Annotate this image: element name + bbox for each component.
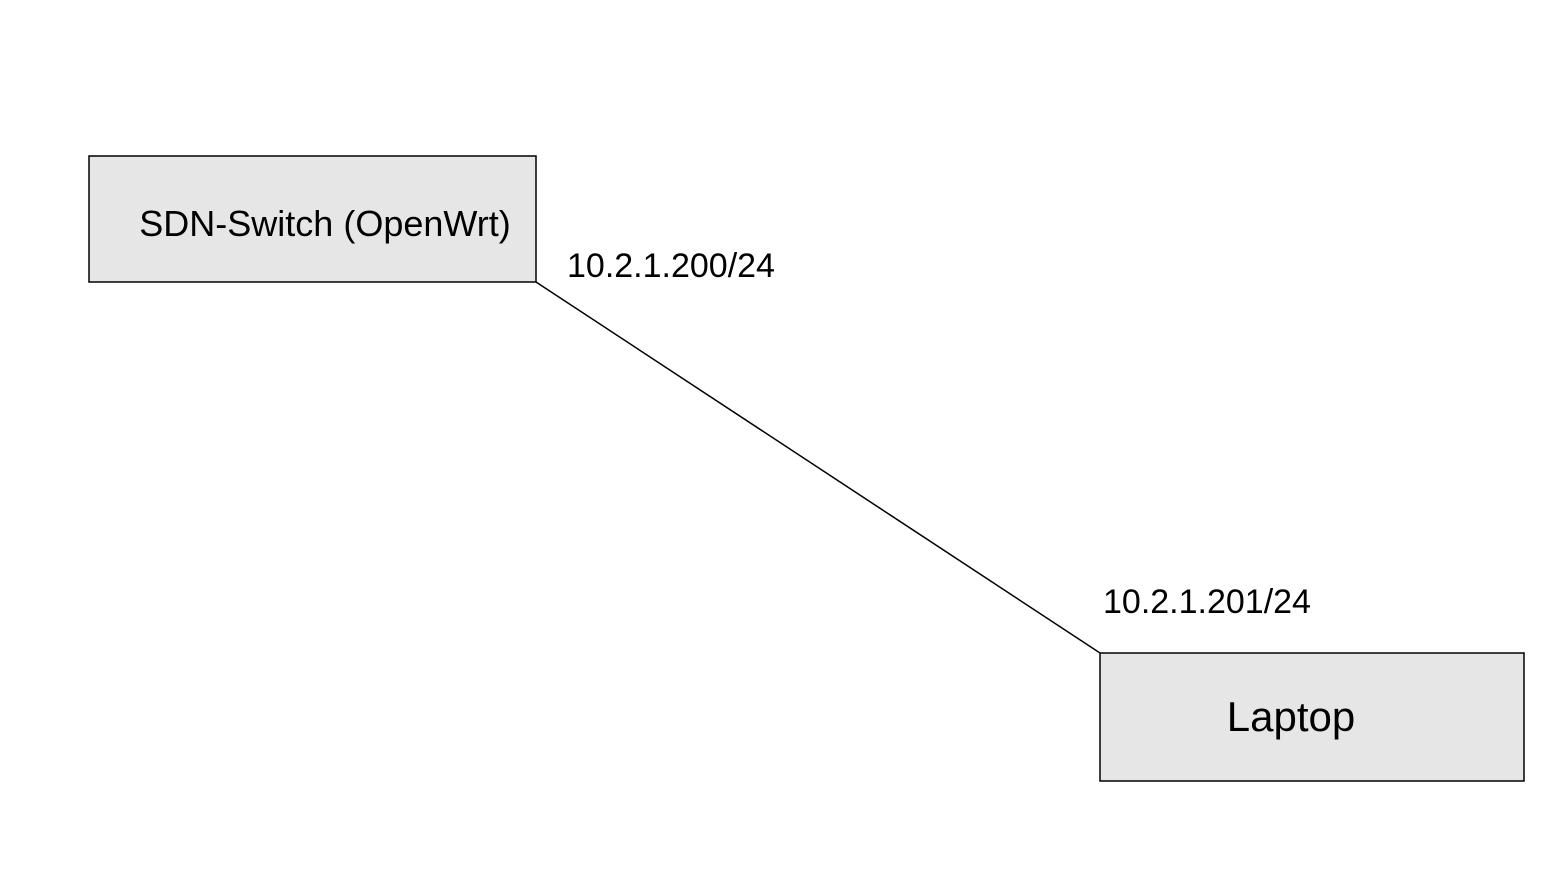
laptop-label: Laptop: [1227, 693, 1355, 740]
switch-label: SDN-Switch (OpenWrt): [139, 203, 510, 244]
laptop-node: Laptop: [1099, 652, 1525, 782]
switch-ip-label: 10.2.1.200/24: [567, 247, 775, 285]
switch-node: SDN-Switch (OpenWrt): [88, 155, 537, 283]
laptop-ip-label: 10.2.1.201/24: [1103, 583, 1311, 621]
ethernet-link: [535, 281, 1101, 654]
laptop-box: [1099, 652, 1525, 782]
switch-box: [88, 155, 537, 283]
